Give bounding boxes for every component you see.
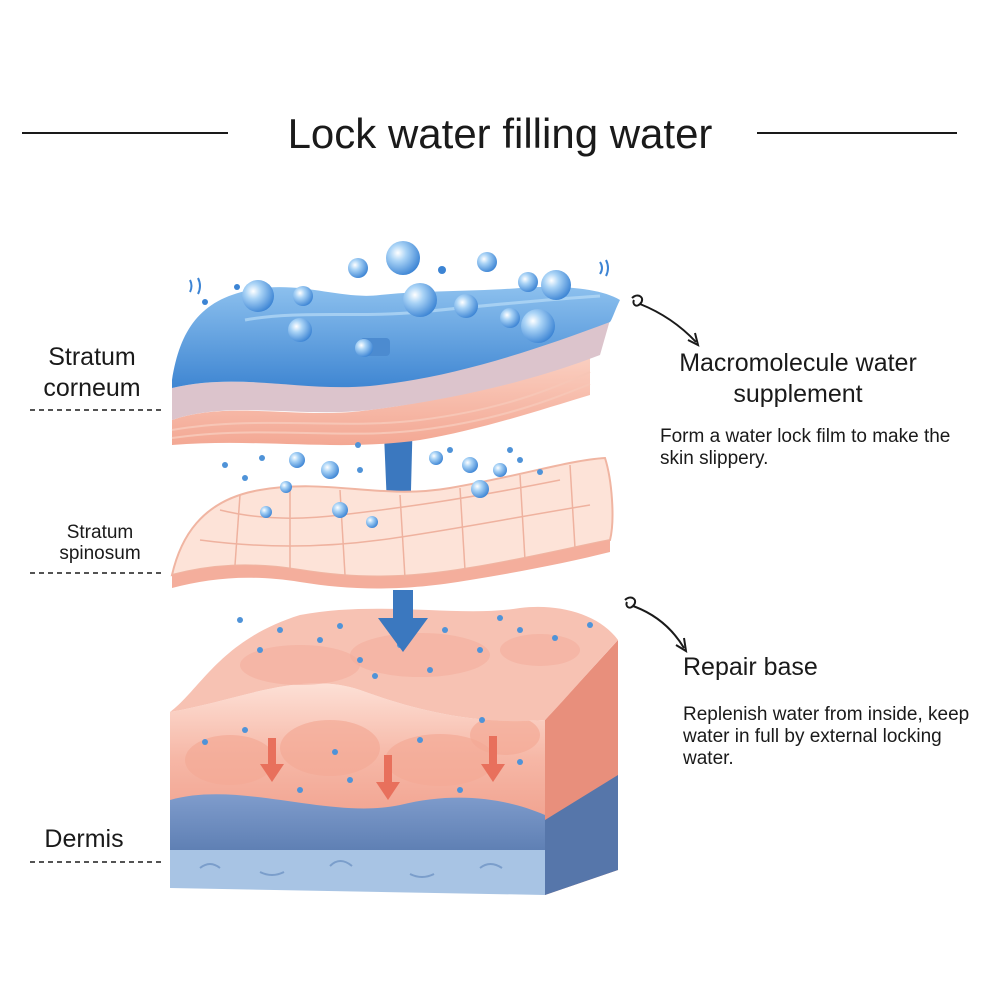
label-stratum-corneum: Stratum corneum xyxy=(43,343,141,402)
label-stratum-spinosum: Stratum spinosum xyxy=(59,522,141,564)
repair-description: Replenish water from inside, keep water … xyxy=(683,704,970,769)
red-arrows xyxy=(260,736,505,800)
macromolecule-description: Form a water lock film to make the skin … xyxy=(660,426,951,469)
title-rule-right xyxy=(757,132,957,134)
macromolecule-heading: Macromolecule water supplement xyxy=(679,349,917,408)
corneum-layer xyxy=(171,286,620,446)
water-bubbles xyxy=(202,241,571,528)
dermis-block xyxy=(170,606,618,895)
label-leaders xyxy=(30,409,165,863)
title-rule-left xyxy=(22,132,228,134)
label-dermis: Dermis xyxy=(44,825,124,853)
repair-heading: Repair base xyxy=(683,653,818,681)
page-title: Lock water filling water xyxy=(287,110,713,157)
callout-arrows xyxy=(624,294,700,653)
